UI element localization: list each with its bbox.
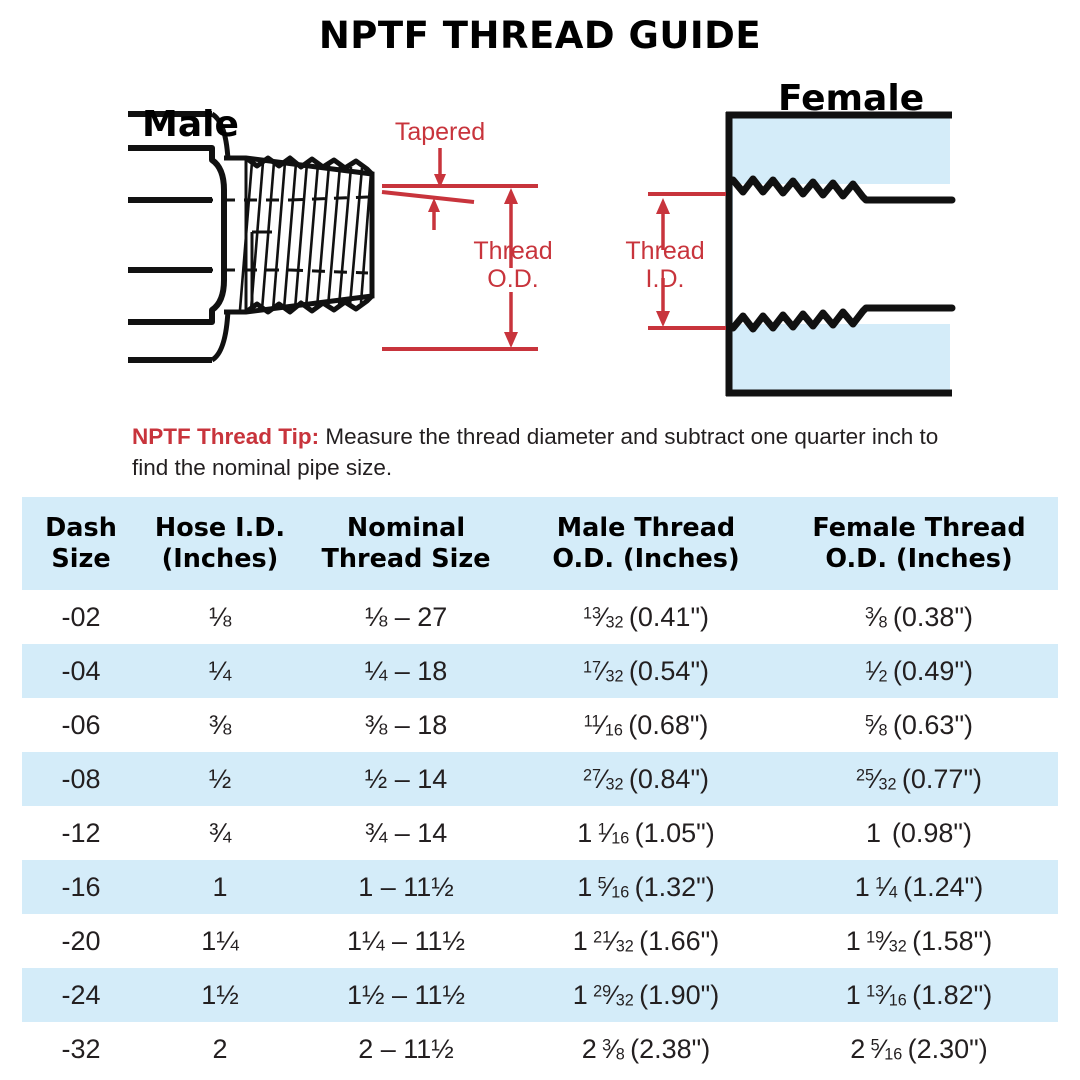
cell-dash-size: -16 bbox=[61, 871, 101, 902]
cell-dash-size: -24 bbox=[61, 979, 101, 1010]
cell-male-thread-od: 11⁄16 (0.68") bbox=[583, 709, 709, 740]
column-header-hose-id: Hose I.D. (Inches) bbox=[140, 513, 300, 573]
cell-female-thread-od: 1⁄2 (0.49") bbox=[864, 655, 974, 686]
tapered-annotation-label: Tapered bbox=[394, 118, 486, 146]
cell-hose-id: ⅜ bbox=[208, 709, 232, 740]
cell-female-thread-od: 25⁄32 (0.77") bbox=[855, 763, 983, 794]
cell-dash-size: -04 bbox=[61, 655, 101, 686]
column-header-female-thread-od: Female Thread O.D. (Inches) bbox=[780, 513, 1058, 573]
cell-male-thread-od: 1 5⁄16 (1.32") bbox=[577, 871, 715, 902]
nptf-size-table: Dash Size Hose I.D. (Inches) Nominal Thr… bbox=[22, 497, 1058, 1076]
thread-id-line-2: I.D. bbox=[645, 265, 685, 293]
thread-id-line-1: Thread bbox=[625, 237, 705, 265]
table-row: -08 ½ ½ – 14 27⁄32 (0.84") 25⁄32 (0.77") bbox=[22, 752, 1058, 806]
table-row: -20 1¼ 1¼ – 11½ 1 21⁄32 (1.66") 1 19⁄32 (1.5… bbox=[22, 914, 1058, 968]
cell-female-thread-od: 1 1⁄4 (1.24") bbox=[854, 871, 984, 902]
thread-od-annotation-label: Thread O.D. bbox=[418, 237, 608, 293]
cell-male-thread-od: 1 29⁄32 (1.90") bbox=[572, 979, 720, 1010]
header-line-2: Size bbox=[51, 543, 111, 574]
cell-nominal-thread-size: ¾ – 14 bbox=[364, 817, 448, 848]
table-row: -24 1½ 1½ – 11½ 1 29⁄32 (1.90") 1 13⁄16 (1.8… bbox=[22, 968, 1058, 1022]
cell-nominal-thread-size: ¼ – 18 bbox=[364, 655, 448, 686]
thread-diagram: Male Female Tapered Thread O.D. Thread I… bbox=[0, 70, 1080, 420]
cell-female-thread-od: 1 19⁄32 (1.58") bbox=[845, 925, 993, 956]
table-row: -02 ⅛ ⅛ – 27 13⁄32 (0.41") 3⁄8 (0.38") bbox=[22, 590, 1058, 644]
header-line-1: Male Thread bbox=[556, 513, 736, 544]
cell-hose-id: 2 bbox=[212, 1033, 228, 1064]
column-header-dash-size: Dash Size bbox=[22, 513, 140, 573]
table-row: -12 ¾ ¾ – 14 1 1⁄16 (1.05") 1 (0.98") bbox=[22, 806, 1058, 860]
cell-hose-id: 1½ bbox=[201, 979, 239, 1010]
cell-dash-size: -08 bbox=[61, 763, 101, 794]
nptf-thread-tip: NPTF Thread Tip: Measure the thread diam… bbox=[132, 422, 962, 483]
cell-male-thread-od: 13⁄32 (0.41") bbox=[582, 601, 710, 632]
header-line-2: O.D. (Inches) bbox=[825, 543, 1013, 574]
cell-dash-size: -12 bbox=[61, 817, 101, 848]
cell-male-thread-od: 2 3⁄8 (2.38") bbox=[581, 1033, 711, 1064]
cell-nominal-thread-size: ½ – 14 bbox=[364, 763, 448, 794]
page-title: NPTF THREAD GUIDE bbox=[318, 14, 762, 57]
cell-male-thread-od: 17⁄32 (0.54") bbox=[582, 655, 710, 686]
column-header-nominal-thread-size: Nominal Thread Size bbox=[300, 513, 512, 573]
tip-lead-label: NPTF Thread Tip: bbox=[132, 424, 320, 449]
female-label: Female bbox=[778, 78, 925, 119]
cell-hose-id: 1¼ bbox=[201, 925, 239, 956]
cell-nominal-thread-size: 1 – 11½ bbox=[358, 871, 454, 902]
diagram-svg bbox=[128, 111, 956, 397]
cell-hose-id: ¾ bbox=[208, 817, 232, 848]
male-annotations bbox=[381, 148, 538, 351]
header-line-1: Dash bbox=[45, 513, 117, 544]
cell-female-thread-od: 5⁄8 (0.63") bbox=[864, 709, 974, 740]
cell-nominal-thread-size: ⅜ – 18 bbox=[364, 709, 448, 740]
header-line-1: Female Thread bbox=[812, 513, 1026, 544]
cell-female-thread-od: 2 5⁄16 (2.30") bbox=[850, 1033, 988, 1064]
column-header-male-thread-od: Male Thread O.D. (Inches) bbox=[512, 513, 780, 573]
cell-male-thread-od: 27⁄32 (0.84") bbox=[582, 763, 710, 794]
cell-dash-size: -32 bbox=[61, 1033, 101, 1064]
cell-female-thread-od: 1 (0.98") bbox=[866, 817, 972, 848]
header-line-2: Thread Size bbox=[321, 543, 491, 574]
cell-hose-id: ½ bbox=[208, 763, 232, 794]
cell-male-thread-od: 1 21⁄32 (1.66") bbox=[572, 925, 720, 956]
male-fitting-drawing bbox=[128, 111, 375, 363]
cell-female-thread-od: 3⁄8 (0.38") bbox=[864, 601, 974, 632]
header-line-1: Nominal bbox=[346, 513, 466, 544]
female-fitting-drawing bbox=[725, 111, 956, 397]
cell-hose-id: ¼ bbox=[208, 655, 232, 686]
table-row: -06 ⅜ ⅜ – 18 11⁄16 (0.68") 5⁄8 (0.63") bbox=[22, 698, 1058, 752]
cell-female-thread-od: 1 13⁄16 (1.82") bbox=[845, 979, 993, 1010]
table-row: -04 ¼ ¼ – 18 17⁄32 (0.54") 1⁄2 (0.49") bbox=[22, 644, 1058, 698]
thread-id-annotation-label: Thread I.D. bbox=[570, 237, 760, 293]
cell-nominal-thread-size: ⅛ – 27 bbox=[364, 601, 448, 632]
table-row: -16 1 1 – 11½ 1 5⁄16 (1.32") 1 1⁄4 (1.24") bbox=[22, 860, 1058, 914]
thread-od-line-2: O.D. bbox=[487, 265, 539, 293]
table-row: -32 2 2 – 11½ 2 3⁄8 (2.38") 2 5⁄16 (2.30") bbox=[22, 1022, 1058, 1076]
tip-body-text: Measure the thread diameter and subtract… bbox=[132, 424, 939, 480]
cell-hose-id: 1 bbox=[212, 871, 228, 902]
cell-nominal-thread-size: 2 – 11½ bbox=[358, 1033, 454, 1064]
cell-nominal-thread-size: 1¼ – 11½ bbox=[346, 925, 466, 956]
cell-hose-id: ⅛ bbox=[208, 601, 232, 632]
male-label: Male bbox=[142, 104, 239, 145]
table-header-row: Dash Size Hose I.D. (Inches) Nominal Thr… bbox=[22, 497, 1058, 590]
cell-male-thread-od: 1 1⁄16 (1.05") bbox=[577, 817, 715, 848]
header-line-2: O.D. (Inches) bbox=[552, 543, 740, 574]
thread-od-line-1: Thread bbox=[473, 237, 553, 265]
header-line-2: (Inches) bbox=[161, 543, 279, 574]
cell-dash-size: -02 bbox=[61, 601, 101, 632]
header-line-1: Hose I.D. bbox=[154, 513, 286, 544]
cell-dash-size: -06 bbox=[61, 709, 101, 740]
female-annotations bbox=[648, 192, 726, 330]
table-body: -02 ⅛ ⅛ – 27 13⁄32 (0.41") 3⁄8 (0.38") -04 ¼ ¼ … bbox=[22, 590, 1058, 1076]
cell-nominal-thread-size: 1½ – 11½ bbox=[346, 979, 466, 1010]
cell-dash-size: -20 bbox=[61, 925, 101, 956]
